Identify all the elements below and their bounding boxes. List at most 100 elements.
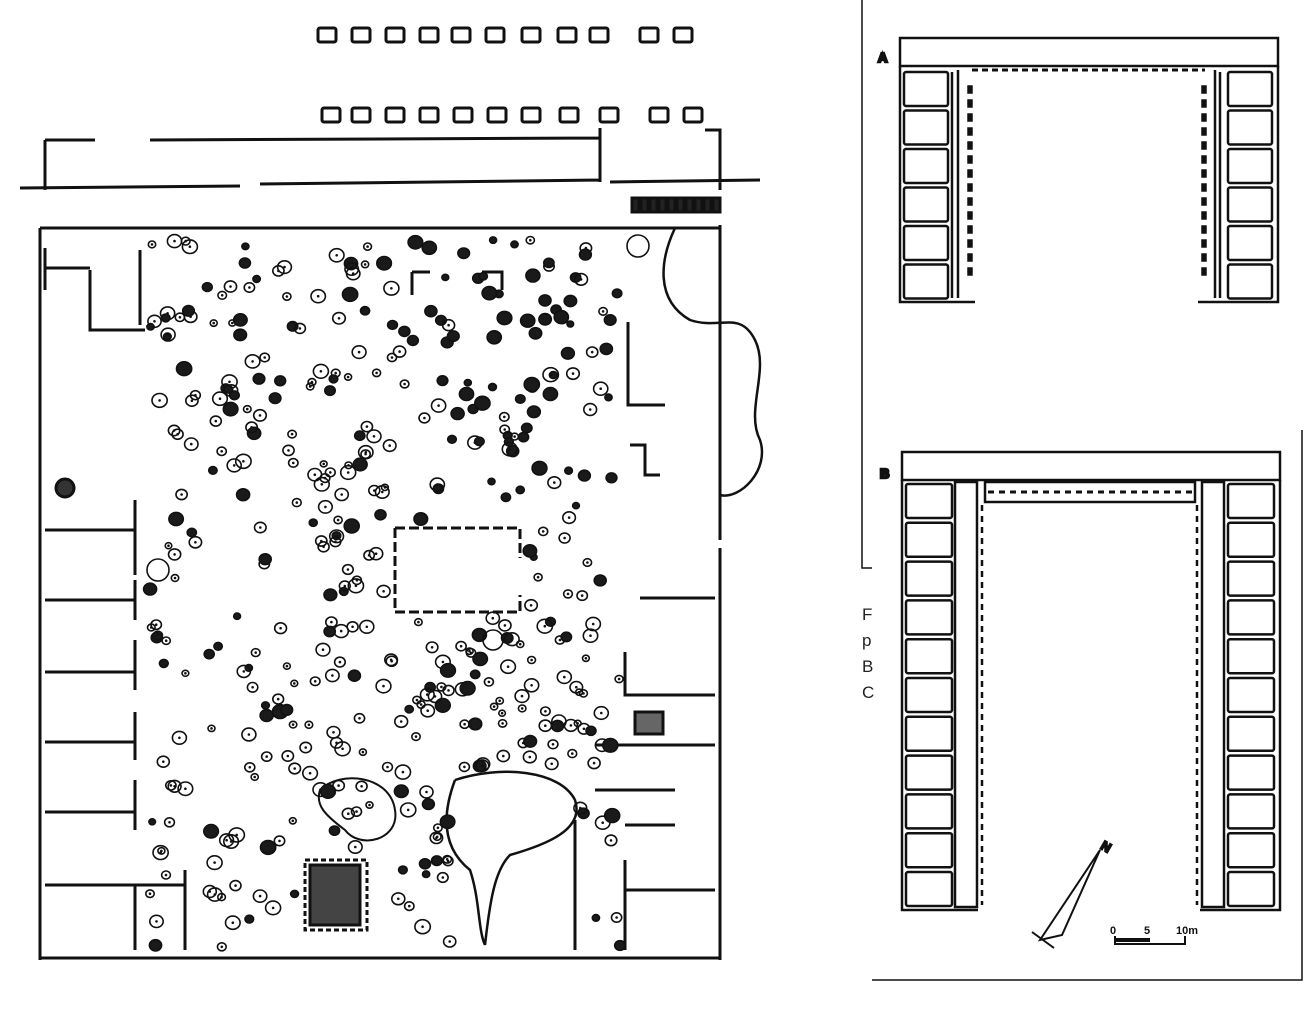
post-hole bbox=[252, 408, 268, 422]
post-hole bbox=[468, 717, 483, 731]
post-hole-core bbox=[588, 408, 592, 411]
post-hole bbox=[550, 719, 565, 733]
post-hole-core bbox=[386, 765, 389, 769]
post-hole-core bbox=[225, 838, 228, 842]
post-hole bbox=[147, 240, 157, 249]
post-hole-core bbox=[419, 703, 423, 706]
post-hole-core bbox=[242, 670, 246, 673]
post-hole bbox=[429, 831, 444, 845]
post-hole bbox=[258, 552, 273, 566]
post-hole bbox=[309, 676, 321, 687]
wall-block bbox=[666, 196, 677, 214]
post-hole-core bbox=[601, 310, 605, 313]
post-hole bbox=[429, 477, 446, 492]
post-hole bbox=[351, 575, 363, 586]
post-hole-core bbox=[350, 267, 354, 271]
post-hole bbox=[209, 415, 223, 427]
post-hole bbox=[458, 386, 475, 402]
post-hole-core bbox=[231, 321, 234, 325]
post-hole bbox=[553, 309, 570, 325]
post-hole-core bbox=[571, 752, 574, 755]
post-hole bbox=[244, 353, 261, 369]
post-hole bbox=[416, 699, 426, 709]
post-hole bbox=[544, 757, 559, 771]
post-hole-core bbox=[520, 694, 524, 698]
post-hole-core bbox=[331, 674, 334, 677]
post-hole-core bbox=[313, 680, 317, 683]
post-hole bbox=[604, 393, 613, 402]
wall-block bbox=[452, 106, 474, 124]
post-hole bbox=[374, 484, 390, 499]
post-hole-core bbox=[417, 620, 420, 624]
post-hole bbox=[252, 889, 268, 903]
post-hole-core bbox=[190, 399, 194, 403]
post-hole-core bbox=[293, 682, 296, 685]
post-hole-core bbox=[425, 790, 428, 794]
post-hole-core bbox=[229, 285, 232, 288]
post-hole bbox=[566, 320, 575, 328]
wall-block bbox=[384, 106, 406, 124]
post-hole-core bbox=[291, 723, 295, 726]
reconstruction-plan-b: B bbox=[879, 450, 1282, 912]
post-hole bbox=[217, 290, 228, 300]
post-hole-core bbox=[446, 859, 450, 863]
post-hole-core bbox=[355, 579, 359, 582]
post-hole-core bbox=[346, 471, 350, 474]
plan-a-label: A bbox=[878, 50, 888, 65]
post-hole-core bbox=[343, 584, 347, 588]
north-arrow-icon: N bbox=[1031, 837, 1115, 949]
post-hole bbox=[365, 800, 374, 809]
post-hole bbox=[188, 535, 203, 549]
post-hole bbox=[252, 274, 262, 284]
plan-a-room-east bbox=[1226, 186, 1274, 223]
post-hole bbox=[282, 444, 295, 457]
post-hole bbox=[455, 640, 467, 652]
post-hole-core bbox=[213, 861, 216, 864]
post-hole-core bbox=[382, 684, 385, 688]
post-hole-core bbox=[368, 803, 371, 807]
post-hole-core bbox=[258, 894, 262, 898]
post-hole bbox=[304, 720, 314, 730]
post-hole-core bbox=[430, 646, 434, 649]
post-hole bbox=[319, 460, 328, 468]
post-hole-core bbox=[501, 722, 504, 725]
post-hole bbox=[149, 914, 165, 929]
post-hole bbox=[362, 242, 373, 251]
plan-a-room-west bbox=[902, 109, 950, 146]
post-hole bbox=[478, 271, 489, 281]
post-hole bbox=[563, 294, 578, 308]
post-hole-core bbox=[536, 575, 540, 579]
post-hole bbox=[367, 484, 381, 497]
post-hole bbox=[509, 432, 520, 441]
plan-b-room-east bbox=[1226, 482, 1276, 520]
post-hole bbox=[288, 762, 302, 775]
post-hole-core bbox=[579, 806, 582, 810]
post-hole bbox=[353, 712, 366, 724]
post-hole bbox=[517, 704, 527, 713]
irregular-pit-east bbox=[662, 227, 764, 497]
post-hole bbox=[537, 526, 549, 537]
post-hole bbox=[244, 761, 256, 773]
post-hole-core bbox=[441, 660, 445, 664]
post-hole bbox=[582, 628, 599, 644]
post-hole bbox=[274, 375, 287, 387]
post-hole-core bbox=[337, 784, 340, 787]
post-hole-core bbox=[492, 705, 496, 708]
plan-a-column-west bbox=[967, 169, 973, 178]
post-hole bbox=[514, 393, 526, 404]
post-hole bbox=[524, 598, 539, 612]
post-hole-core bbox=[307, 723, 311, 727]
post-hole-core bbox=[228, 380, 231, 384]
post-hole-core bbox=[332, 731, 335, 734]
post-hole-core bbox=[381, 490, 384, 494]
post-hole-core bbox=[468, 649, 471, 653]
post-hole-core bbox=[162, 760, 165, 763]
plan-a-room-west bbox=[902, 147, 950, 185]
post-hole bbox=[326, 725, 341, 739]
post-hole-core bbox=[180, 493, 183, 496]
post-hole-core bbox=[374, 552, 378, 555]
post-hole bbox=[368, 546, 384, 561]
post-hole-core bbox=[403, 382, 406, 386]
post-hole bbox=[148, 938, 163, 952]
caption-fragments: F p B C bbox=[862, 605, 874, 702]
